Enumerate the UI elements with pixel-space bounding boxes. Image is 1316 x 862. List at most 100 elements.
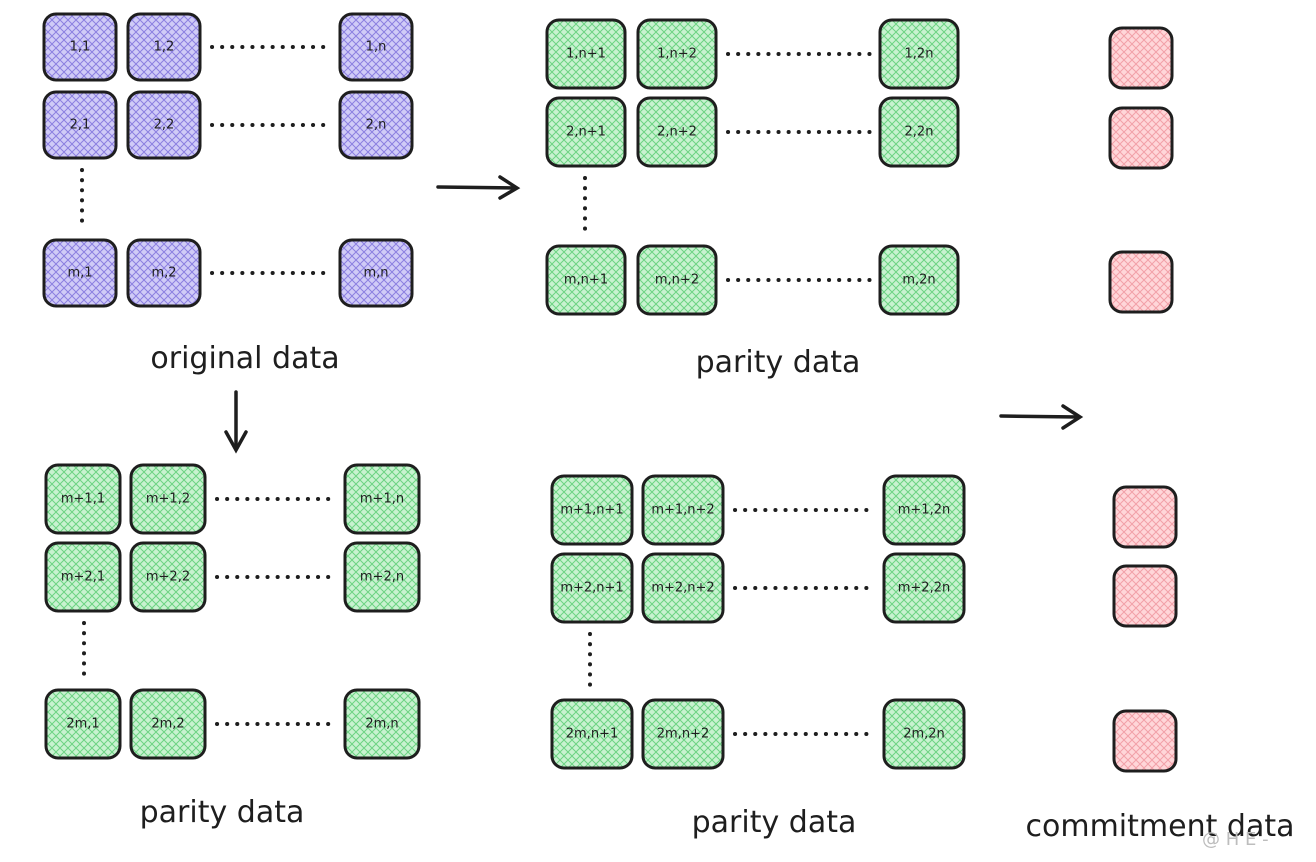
cell-label: 2,2 (154, 118, 175, 133)
cell-box (878, 244, 960, 316)
cell-label: 2m,1 (66, 717, 99, 732)
cell-label: 2m,n (365, 717, 398, 732)
cell-box (878, 18, 960, 90)
matrix-cell: 2,1 (42, 90, 118, 160)
commitment-cell (1108, 26, 1174, 90)
cell-label: m,1 (67, 266, 92, 281)
block-caption: parity data (692, 805, 857, 840)
cell-label: m+1,n+2 (651, 503, 714, 518)
cell-label: 1,n+2 (657, 47, 697, 62)
cell-label: m+2,n+1 (560, 581, 623, 596)
matrix-block: 1,n+1 1,n+2 1,2n 2,n+1 2,n+2 2,2n m,n+1 m,n+2 m,… (545, 18, 960, 380)
cell-box (636, 18, 718, 90)
matrix-cell: m+2,n+2 (641, 552, 725, 624)
matrix-cell: 1,2n (878, 18, 960, 90)
cell-label: 1,n (366, 40, 387, 55)
cell-label: 1,n+1 (566, 47, 606, 62)
cell-label: m,2 (151, 266, 176, 281)
matrix-cell: 1,n (338, 12, 414, 82)
cell-box (882, 552, 966, 624)
matrix-cell: m+2,2n (882, 552, 966, 624)
cell-box (44, 463, 122, 535)
matrix-cell: 2,2n (878, 96, 960, 168)
cell-box (343, 463, 421, 535)
cell-label: m,n (363, 266, 388, 281)
cell-label: 2m,2 (151, 717, 184, 732)
cell-label: m+1,n (360, 492, 404, 507)
cell-label: m+1,1 (61, 492, 105, 507)
matrix-cell: m+2,2 (129, 541, 207, 613)
cell-label: m+2,n (360, 570, 404, 585)
cell-box (129, 463, 207, 535)
cell-label: m+1,2 (146, 492, 190, 507)
cell-label: 2m,n+1 (566, 727, 618, 742)
cell-box (882, 698, 966, 770)
commitment-column: commitment data (1026, 26, 1295, 844)
cell-box (42, 90, 118, 160)
cell-label: 1,2 (154, 40, 175, 55)
arrow-right-to-commitment-icon (999, 404, 1084, 430)
cell-label: 2m,n+2 (657, 727, 709, 742)
cell-label: m+2,n+2 (651, 581, 714, 596)
cell-box (44, 541, 122, 613)
matrix-cell: m,n+2 (636, 244, 718, 316)
matrix-cell: m+1,n+2 (641, 474, 725, 546)
cell-label: 2,n+1 (566, 125, 606, 140)
cell-label: m+1,n+1 (560, 503, 623, 518)
cell-label: 2m,2n (903, 727, 945, 742)
cell-box (343, 541, 421, 613)
cell-label: 1,2n (905, 47, 934, 62)
matrix-cell: m,n (338, 238, 414, 308)
cell-box (129, 541, 207, 613)
matrix-cell: 1,n+2 (636, 18, 718, 90)
cell-box (126, 238, 202, 308)
cell-label: m,n+2 (655, 273, 699, 288)
matrix-cell: 2m,n+2 (641, 698, 725, 770)
cell-box (878, 96, 960, 168)
cell-box (338, 12, 414, 82)
cell-box (550, 698, 634, 770)
watermark: @ H E - (1202, 829, 1269, 850)
matrix-cell: m,2n (878, 244, 960, 316)
matrix-cell: m+1,n+1 (550, 474, 634, 546)
matrix-cell: m,2 (126, 238, 202, 308)
matrix-cell: 2,2 (126, 90, 202, 160)
commitment-cell (1112, 485, 1178, 549)
cell-box (550, 474, 634, 546)
commitment-cell (1108, 250, 1174, 314)
cell-box (126, 12, 202, 82)
cell-box (44, 688, 122, 760)
commitment-cell (1112, 564, 1178, 628)
matrix-cell: m,1 (42, 238, 118, 308)
cell-label: m+2,1 (61, 570, 105, 585)
cell-box (42, 238, 118, 308)
cell-box (545, 244, 627, 316)
matrix-cell: m+1,n (343, 463, 421, 535)
cell-box (641, 474, 725, 546)
cell-box (636, 96, 718, 168)
cell-box (126, 90, 202, 160)
cell-box (343, 688, 421, 760)
cell-label: 1,1 (70, 40, 91, 55)
cell-label: 2,n+2 (657, 125, 697, 140)
cell-label: m+2,2 (146, 570, 190, 585)
matrix-cell: m+2,n (343, 541, 421, 613)
cell-label: m+2,2n (898, 581, 950, 596)
commitment-cell (1108, 106, 1174, 170)
cell-box (338, 90, 414, 160)
matrix-cell: 2,n+1 (545, 96, 627, 168)
cell-box (636, 244, 718, 316)
matrix-cell: m+1,2 (129, 463, 207, 535)
cell-label: 2,2n (905, 125, 934, 140)
commitment-caption: commitment data (1026, 809, 1295, 844)
block-caption: original data (150, 341, 339, 376)
cell-box (641, 552, 725, 624)
matrix-cell: m+1,1 (44, 463, 122, 535)
matrix-cell: 2m,1 (44, 688, 122, 760)
cell-label: m,n+1 (564, 273, 608, 288)
matrix-block: m+1,1 m+1,2 m+1,n m+2,1 m+2,2 m+2,n 2m,1 2m,2 2m… (44, 463, 421, 830)
matrix-cell: m+2,n+1 (550, 552, 634, 624)
